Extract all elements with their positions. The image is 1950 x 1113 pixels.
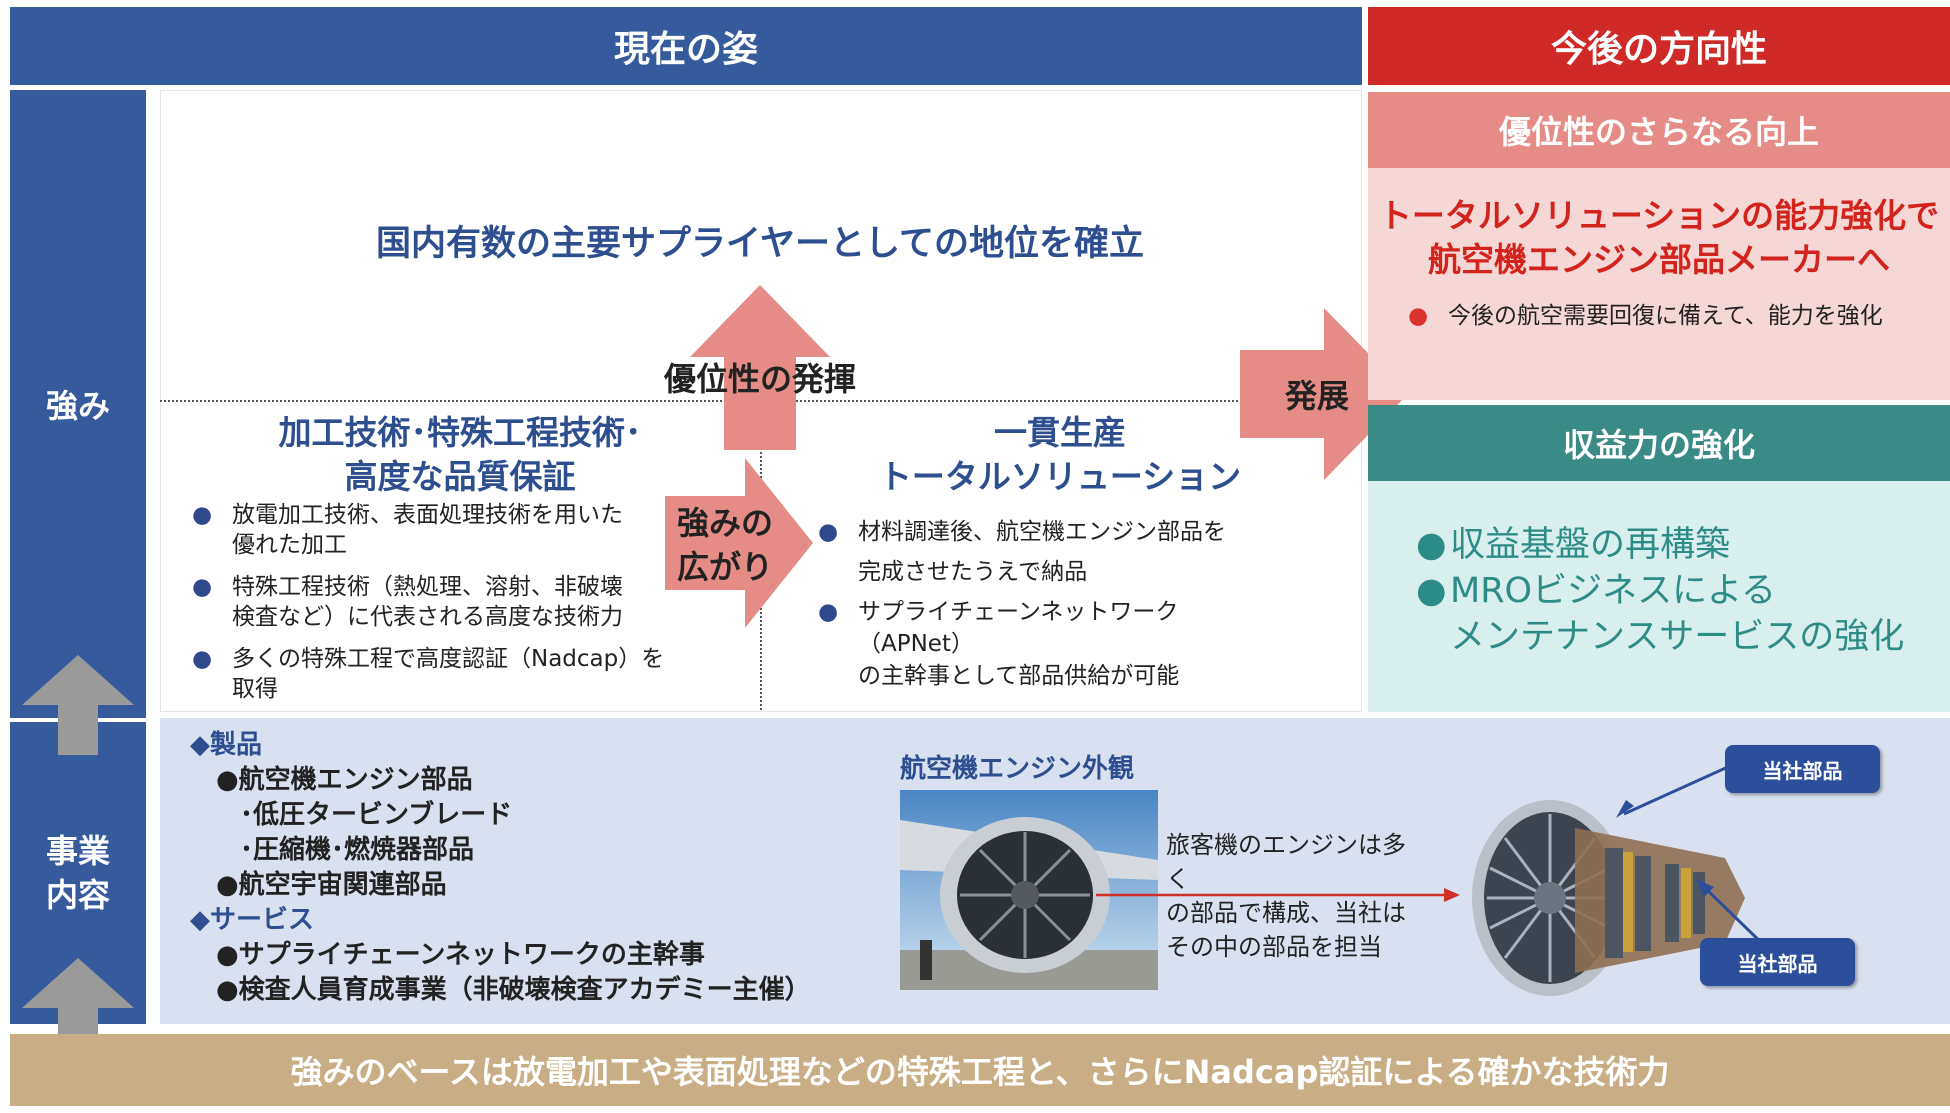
future-bottom-header-text: 収益力の強化 [1562,426,1755,464]
future-top-header: 優位性のさらなる向上 [1368,92,1950,168]
mid-box-bullets: 材料調達後、航空機エンジン部品を 完成させたうえで納品 サプライチェーンネットワ… [818,512,1288,692]
advantage-text: 優位性の発揮 [663,360,856,398]
list-item: 収益基盤の再構築 [1416,522,1936,568]
develop-text: 発展 [1284,377,1349,415]
top-position-text: 国内有数の主要サプライヤーとしての地位を確立 [376,223,1144,264]
mid-box-title: 一貫生産 トータルソリューション [840,410,1280,500]
company-part-label-bottom: 当社部品 [1700,938,1855,986]
advantage-up-arrow-icon [690,285,830,450]
engine-caption: 旅客機のエンジンは多く の部品で構成、当社は その中の部品を担当 [1166,794,1426,964]
list-item: 材料調達後、航空機エンジン部品を 完成させたうえで納品 [818,512,1288,592]
business-line: ●検査人員育成事業（非破壊検査アカデミー主催） [216,975,811,1005]
bullet-text: 収益基盤の再構築 [1450,525,1731,565]
list-item: 特殊工程技術（熱処理、溶射、非破壊 検査など）に代表される高度な技術力 [192,572,672,632]
label-pointer-icon [1616,764,1731,818]
up-arrow-icon [22,655,134,755]
current-state-header: 現在の姿 [10,7,1362,85]
company-part-label-bottom-text: 当社部品 [1737,951,1818,976]
business-line: ◆製品 [190,730,262,760]
company-part-label-top-text: 当社部品 [1762,758,1843,783]
spread-text: 強みの 広がり [676,504,773,586]
engine-photo [900,790,1158,990]
business-line: ･低圧タービンブレード [240,800,513,830]
business-line: ●サプライチェーンネットワークの主幹事 [216,940,705,970]
engine-caption-text: 旅客機のエンジンは多く の部品で構成、当社は その中の部品を担当 [1166,831,1406,961]
bullet-text: 特殊工程技術（熱処理、溶射、非破壊 検査など）に代表される高度な技術力 [232,574,623,630]
future-direction-header: 今後の方向性 [1368,7,1950,85]
business-line: ●航空機エンジン部品 [216,765,473,795]
strength-side-text: 強み [45,387,110,425]
business-line: ●航空宇宙関連部品 [216,870,447,900]
engine-title: 航空機エンジン外観 [900,748,1300,785]
develop-label: 発展 [1262,368,1372,420]
engine-cutaway-image [1472,800,1745,996]
up-arrow-icon [22,958,134,1058]
business-list: ◆製品 ●航空機エンジン部品 ･低圧タービンブレード ･圧縮機･燃焼器部品 ●航… [190,728,890,1008]
company-part-label-top: 当社部品 [1725,745,1880,793]
future-top-title: トータルソリューションの能力強化で 航空機エンジン部品メーカーへ [1368,190,1950,286]
list-item: サプライチェーンネットワーク（APNet） の主幹事として部品供給が可能 [818,596,1288,692]
future-bottom-bullets: 収益基盤の再構築 MROビジネスによる メンテナンスサービスの強化 [1416,522,1936,660]
footer-banner: 強みのベースは放電加工や表面処理などの特殊工程と、さらにNadcap認証による確… [10,1034,1950,1106]
connector-arrow-icon [1096,888,1460,902]
bullet-text: MROビジネスによる メンテナンスサービスの強化 [1450,571,1905,657]
list-item: MROビジネスによる メンテナンスサービスの強化 [1416,568,1936,660]
future-top-bullets: 今後の航空需要回復に備えて、能力を強化 [1408,300,1948,332]
current-state-label: 現在の姿 [613,29,758,70]
list-item: 放電加工技術、表面処理技術を用いた 優れた加工 [192,500,672,560]
footer-text: 強みのベースは放電加工や表面処理などの特殊工程と、さらにNadcap認証による確… [290,1053,1670,1091]
future-direction-label: 今後の方向性 [1550,29,1767,70]
bullet-text: 多くの特殊工程で高度認証（Nadcap）を 取得 [232,646,665,702]
business-line: ◆サービス [190,905,314,935]
future-bottom-header: 収益力の強化 [1368,405,1950,481]
bullet-text: 材料調達後、航空機エンジン部品を 完成させたうえで納品 [858,519,1226,585]
future-top-header-text: 優位性のさらなる向上 [1498,113,1819,151]
develop-right-arrow-icon [1240,308,1408,480]
mid-box-title-text: 一貫生産 トータルソリューション [878,413,1242,496]
future-top-title-text: トータルソリューションの能力強化で 航空機エンジン部品メーカーへ [1378,196,1940,279]
bullet-text: 放電加工技術、表面処理技術を用いた 優れた加工 [232,502,623,558]
engine-title-text: 航空機エンジン外観 [900,754,1135,784]
left-box-bullets: 放電加工技術、表面処理技術を用いた 優れた加工 特殊工程技術（熱処理、溶射、非破… [192,500,672,704]
strength-side-label: 強み [10,90,146,718]
business-side-text: 事業 内容 [45,832,110,914]
spread-label: 強みの 広がり [666,490,784,600]
bullet-text: サプライチェーンネットワーク（APNet） の主幹事として部品供給が可能 [858,599,1180,689]
left-box-title-text: 加工技術･特殊工程技術･ 高度な品質保証 [278,413,642,496]
spread-right-arrow-icon [665,458,813,628]
list-item: 今後の航空需要回復に備えて、能力を強化 [1408,300,1948,332]
future-top-panel [1368,168,1950,400]
top-position-title: 国内有数の主要サプライヤーとしての地位を確立 [160,210,1360,270]
business-line: ･圧縮機･燃焼器部品 [240,835,475,865]
advantage-label: 優位性の発揮 [600,352,920,402]
bullet-text: 今後の航空需要回復に備えて、能力を強化 [1448,303,1883,329]
list-item: 多くの特殊工程で高度認証（Nadcap）を 取得 [192,644,672,704]
left-box-title: 加工技術･特殊工程技術･ 高度な品質保証 [200,410,720,500]
